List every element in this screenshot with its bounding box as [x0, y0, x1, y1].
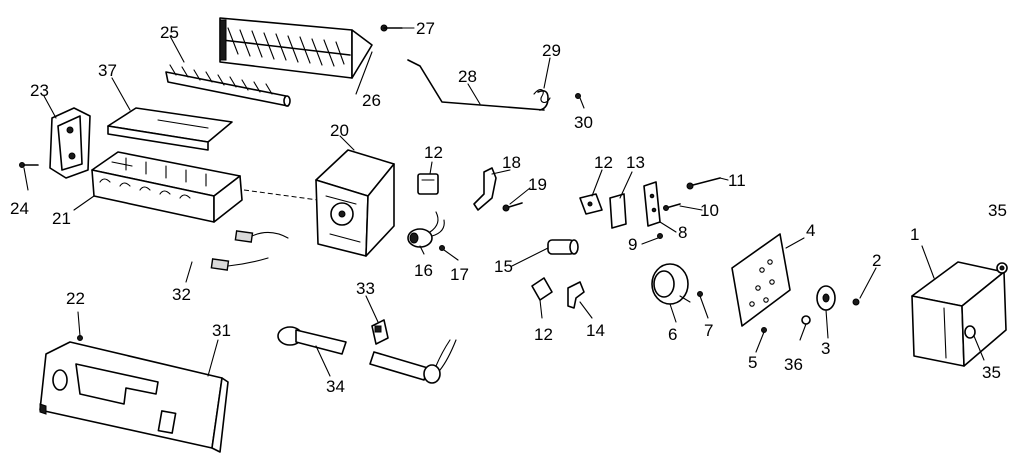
callout-29: 29: [542, 41, 561, 60]
part-17-screw: [439, 245, 445, 251]
part-11-screw: [686, 177, 721, 190]
callout-16: 16: [414, 261, 433, 280]
callout-7: 7: [704, 321, 713, 340]
callout-25: 25: [160, 23, 179, 42]
part-1-housing: [911, 261, 1007, 367]
part-4-mounting-plate: [731, 233, 791, 327]
part-12-switch-lower: [531, 277, 553, 301]
callout-2: 2: [872, 251, 881, 270]
callout-15: 15: [494, 257, 513, 276]
part-31-support-bracket: [39, 341, 229, 453]
part-9-screw: [657, 233, 663, 239]
callout-34: 34: [326, 377, 345, 396]
callout-labels: 1 2 3 4 5 6 7 8 9 10 11 12 12 12 13 14 1…: [10, 19, 1007, 396]
part-10-screw: [663, 203, 681, 211]
part-12-switch-upper: [417, 173, 439, 195]
part-24-screw: [19, 162, 39, 168]
callout-37: 37: [98, 61, 117, 80]
callout-35-upper: 35: [988, 201, 1007, 220]
part-32-heater: [102, 220, 289, 271]
part-27-screw: [380, 24, 403, 32]
callout-23: 23: [30, 81, 49, 100]
part-16-thermostat: [407, 211, 445, 248]
part-25-ejector-shaft: [165, 64, 291, 107]
callout-35-lower: 35: [982, 363, 1001, 382]
part-13-link: [609, 193, 627, 229]
part-19-screw: [502, 202, 523, 212]
part-8-bracket: [643, 181, 661, 227]
callout-19: 19: [528, 175, 547, 194]
callout-27: 27: [416, 19, 435, 38]
callout-8: 8: [678, 223, 687, 242]
part-28-shutoff-arm: [407, 59, 549, 111]
part-6-motor: [651, 263, 691, 305]
part-29-spring: [533, 88, 551, 104]
callout-5: 5: [748, 353, 757, 372]
callout-21: 21: [52, 209, 71, 228]
callout-9: 9: [628, 235, 637, 254]
part-15-fitting: [547, 239, 579, 255]
part-20-motor-housing: [315, 149, 395, 257]
callout-36: 36: [784, 355, 803, 374]
part-18-lever: [473, 167, 497, 211]
callout-4: 4: [806, 221, 815, 240]
callout-12-upper: 12: [424, 143, 443, 162]
callout-33: 33: [356, 279, 375, 298]
callout-32: 32: [172, 285, 191, 304]
callout-24: 24: [10, 199, 29, 218]
callout-31: 31: [212, 321, 231, 340]
callout-11: 11: [728, 171, 746, 190]
part-12-switch-middle: [579, 193, 603, 215]
callout-30: 30: [574, 113, 593, 132]
part-30-clip: [575, 93, 581, 99]
callout-28: 28: [458, 67, 477, 86]
callout-6: 6: [668, 325, 677, 344]
callout-12-middle: 12: [594, 153, 613, 172]
callout-1: 1: [910, 225, 919, 244]
part-2-screw: [852, 298, 860, 306]
callout-14: 14: [586, 321, 605, 340]
part-35-nut-upper: [996, 262, 1008, 274]
callout-22: 22: [66, 289, 85, 308]
leader-lines: [23, 27, 985, 377]
callout-12-lower: 12: [534, 325, 553, 344]
callout-3: 3: [821, 339, 830, 358]
callout-26: 26: [362, 91, 381, 110]
part-36-nut: [801, 315, 811, 325]
callout-13: 13: [626, 153, 645, 172]
part-33-clamp: [371, 319, 389, 345]
alignment-line: [243, 189, 319, 201]
part-23-bracket: [49, 107, 91, 179]
part-34-fill-tube: [277, 326, 457, 384]
callout-20: 20: [330, 121, 349, 140]
callout-17: 17: [450, 265, 469, 284]
part-26-ejector-frame: [219, 17, 373, 79]
callout-10: 10: [700, 201, 719, 220]
callout-18: 18: [502, 153, 521, 172]
part-37-cover: [107, 107, 233, 151]
part-21-ice-mold: [91, 151, 243, 223]
part-3-gear: [816, 285, 836, 311]
part-14-clip: [567, 281, 585, 309]
